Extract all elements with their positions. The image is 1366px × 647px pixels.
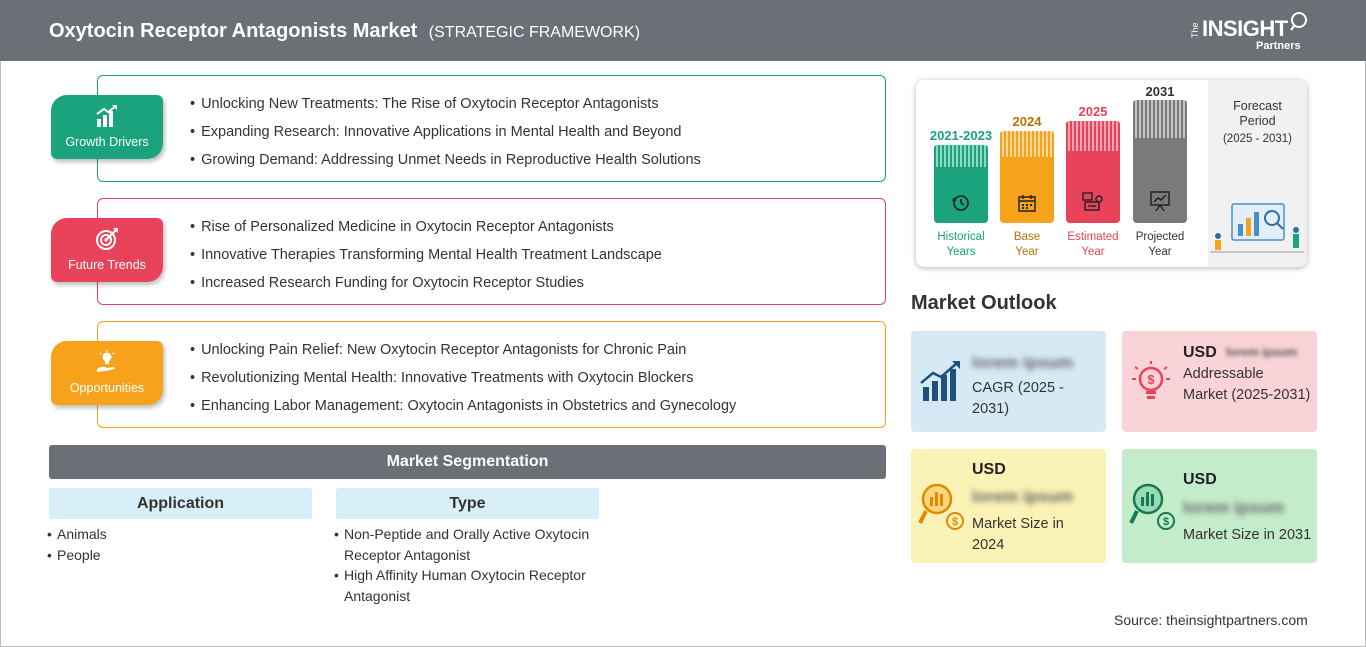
- segmentation-title: Market Segmentation: [49, 445, 886, 479]
- forecast-title: Forecast Period: [1208, 99, 1307, 129]
- size-2031-desc: Market Size in 2031: [1183, 527, 1312, 543]
- opportunities-box: Unlocking Pain Relief: New Oxytocin Rece…: [97, 321, 886, 428]
- title-text: Oxytocin Receptor Antagonists Market: [49, 20, 418, 42]
- list-item: Non-Peptide and Orally Active Oxytocin R…: [334, 524, 609, 565]
- timeline-label-estimated: Estimated Year: [1054, 230, 1132, 260]
- history-icon: [952, 195, 969, 211]
- list-item: Growing Demand: Addressing Unmet Needs i…: [190, 150, 701, 178]
- label-line: Year: [1015, 246, 1039, 258]
- outlook-card-size-2031: $ USD lorem ipsum Market Size in 2031: [1122, 449, 1317, 563]
- opportunities-list: Unlocking Pain Relief: New Oxytocin Rece…: [190, 340, 736, 424]
- magnifier-dollar-icon: $: [1129, 483, 1175, 530]
- header-bar: Oxytocin Receptor Antagonists Market (ST…: [0, 0, 1366, 61]
- list-item: Increased Research Funding for Oxytocin …: [190, 273, 662, 301]
- timeline-year-historical: 2021-2023: [929, 128, 993, 143]
- size-2024-value: lorem ipsum: [972, 487, 1074, 506]
- timeline-year-base: 2024: [1012, 114, 1042, 129]
- logo-partners: Partners: [1256, 40, 1301, 52]
- list-item: Expanding Research: Innovative Applicati…: [190, 122, 701, 150]
- label-line: Years: [946, 246, 976, 258]
- label-line: Historical: [937, 231, 985, 243]
- forecast-range: (2025 - 2031): [1222, 133, 1293, 145]
- list-item: Innovative Therapies Transforming Mental…: [190, 245, 662, 273]
- size-2031-usd: USD: [1183, 471, 1217, 488]
- addressable-desc: Addressable Market (2025-2031): [1183, 366, 1311, 403]
- list-item: Unlocking Pain Relief: New Oxytocin Rece…: [190, 340, 736, 368]
- list-item: Animals: [47, 524, 307, 545]
- logo-the: The: [1190, 22, 1200, 38]
- cagr-value: lorem ipsum: [972, 353, 1074, 372]
- future-trends-label: Future Trends: [68, 258, 146, 272]
- size-2031-value: lorem ipsum: [1183, 498, 1285, 517]
- calendar-icon: [1018, 195, 1036, 212]
- projection-board-icon: [1150, 191, 1170, 212]
- svg-text:$: $: [952, 516, 958, 528]
- list-item: People: [47, 545, 307, 566]
- label-line: Year: [1148, 246, 1172, 258]
- opportunities-label: Opportunities: [69, 381, 145, 395]
- svg-text:$: $: [1163, 516, 1169, 528]
- growth-drivers-badge: Growth Drivers: [51, 95, 163, 159]
- timeline-bar-historical: [934, 145, 988, 223]
- lightbulb-hand-icon: [97, 350, 115, 372]
- list-item: Unlocking New Treatments: The Rise of Ox…: [190, 94, 701, 122]
- size-2024-usd: USD: [972, 461, 1006, 478]
- logo-insight: INSIGHT: [1202, 16, 1288, 41]
- cagr-desc: CAGR (2025 - 2031): [972, 380, 1064, 417]
- list-item: High Affinity Human Oxytocin Receptor An…: [334, 565, 609, 606]
- future-trends-list: Rise of Personalized Medicine in Oxytoci…: [190, 217, 662, 301]
- market-outlook-title: Market Outlook: [911, 292, 1057, 314]
- magnifier-dollar-icon: $: [918, 483, 964, 530]
- estimate-icon: [1082, 192, 1103, 211]
- outlook-card-size-2024: $ USD lorem ipsum Market Size in 2024: [911, 449, 1106, 563]
- growth-drivers-label: Growth Drivers: [65, 135, 149, 149]
- idea-dollar-icon: $: [1132, 361, 1170, 399]
- segment-type-list: Non-Peptide and Orally Active Oxytocin R…: [334, 524, 609, 606]
- growth-drivers-list: Unlocking New Treatments: The Rise of Ox…: [190, 94, 701, 178]
- forecast-line2: Period: [1239, 114, 1276, 128]
- target-icon: [96, 228, 118, 250]
- opportunities-badge: Opportunities: [51, 341, 163, 405]
- timeline-label-historical: Historical Years: [922, 230, 1000, 260]
- page-title: Oxytocin Receptor Antagonists Market (ST…: [49, 20, 640, 43]
- segment-application-header: Application: [49, 488, 312, 519]
- subtitle-text: (STRATEGIC FRAMEWORK): [428, 24, 641, 41]
- timeline-bar-base: [1000, 131, 1054, 223]
- label-line: Projected: [1135, 231, 1185, 243]
- label-line: Year: [1081, 246, 1105, 258]
- bar-chart-growth-icon: [96, 105, 117, 127]
- list-item: Revolutionizing Mental Health: Innovativ…: [190, 368, 736, 396]
- outlook-card-cagr: lorem ipsum CAGR (2025 - 2031): [911, 331, 1106, 432]
- timeline-bar-estimated: [1066, 121, 1120, 223]
- source-link[interactable]: Source: theinsightpartners.com: [1114, 612, 1308, 628]
- svg-text:$: $: [1147, 372, 1155, 387]
- logo-mark-icon: [1290, 12, 1307, 31]
- label-line: Estimated: [1067, 231, 1119, 243]
- addressable-value: lorem ipsum: [1226, 345, 1298, 359]
- size-2024-desc: Market Size in 2024: [972, 516, 1064, 553]
- growth-drivers-box: Unlocking New Treatments: The Rise of Ox…: [97, 75, 886, 182]
- addressable-usd: USD: [1183, 344, 1217, 361]
- forecast-line1: Forecast: [1233, 99, 1282, 113]
- future-trends-box: Rise of Personalized Medicine in Oxytoci…: [97, 198, 886, 305]
- timeline-label-projected: Projected Year: [1121, 230, 1199, 260]
- segment-type-header: Type: [336, 488, 599, 519]
- outlook-card-addressable: $ USD lorem ipsum Addressable Market (20…: [1122, 331, 1317, 432]
- segment-application-list: Animals People: [47, 524, 307, 565]
- timeline-year-projected: 2031: [1145, 84, 1175, 99]
- forecast-illustration-icon: [1210, 203, 1304, 253]
- future-trends-badge: Future Trends: [51, 218, 163, 282]
- company-logo[interactable]: The INSIGHT Partners: [1190, 10, 1320, 54]
- label-line: Base: [1013, 231, 1041, 243]
- timeline-label-base: Base Year: [988, 230, 1066, 260]
- timeline-year-estimated: 2025: [1078, 104, 1108, 119]
- timeline-bar-projected: [1133, 100, 1187, 223]
- list-item: Enhancing Labor Management: Oxytocin Ant…: [190, 396, 736, 424]
- growth-chart-icon: [920, 361, 960, 401]
- list-item: Rise of Personalized Medicine in Oxytoci…: [190, 217, 662, 245]
